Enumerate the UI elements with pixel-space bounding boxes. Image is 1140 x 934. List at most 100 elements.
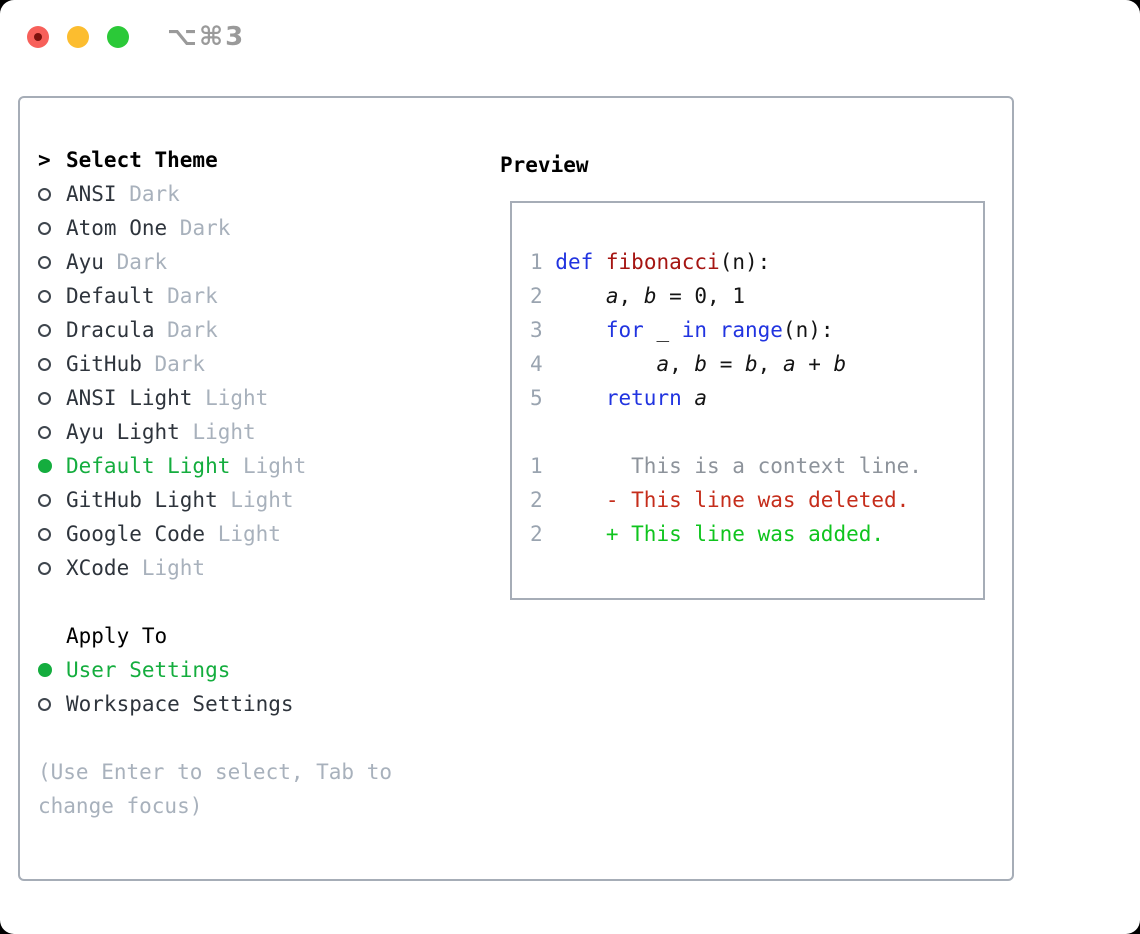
theme-option[interactable]: Ayu Light Light <box>38 415 478 449</box>
option-tag: Light <box>129 556 206 580</box>
code-segment: - This line was deleted. <box>605 488 910 512</box>
code-segment: (n): <box>782 318 834 342</box>
window-title: ⌥⌘3 <box>167 22 246 52</box>
hint-line-2: change focus) <box>38 794 203 818</box>
apply-option[interactable]: Workspace Settings <box>38 687 478 721</box>
theme-option[interactable]: Ayu Dark <box>38 245 478 279</box>
code-segment: return <box>605 386 682 410</box>
theme-option[interactable]: GitHub Light Light <box>38 483 478 517</box>
option-name: Atom One <box>66 216 168 240</box>
code-segment: , <box>757 352 783 376</box>
option-label: Workspace Settings <box>66 687 294 721</box>
close-dot-icon <box>34 33 42 41</box>
radio-icon <box>38 527 51 541</box>
apply-header-row: Apply To <box>38 619 478 653</box>
preview-line: 1 def fibonacci(n): <box>530 245 983 279</box>
theme-option[interactable]: Default Light Light <box>38 449 478 483</box>
preview-header: Preview <box>500 153 589 177</box>
code-segment: This is a context line. <box>555 454 922 478</box>
line-number: 2 <box>530 522 556 546</box>
theme-option[interactable]: Google Code Light <box>38 517 478 551</box>
option-label: ANSI Light Light <box>66 381 268 415</box>
theme-option[interactable]: Dracula Dark <box>38 313 478 347</box>
code-segment: b <box>643 284 657 308</box>
option-name: ANSI <box>66 182 117 206</box>
preview-box: 1 def fibonacci(n): 2 a, b = 0, 1 3 for _ … <box>510 201 985 600</box>
option-name: Dracula <box>66 318 155 342</box>
option-name: Google Code <box>66 522 206 546</box>
code-segment <box>555 488 606 512</box>
code-segment: b <box>833 352 847 376</box>
apply-header: Apply To <box>66 624 168 648</box>
option-label: Default Light Light <box>66 449 306 483</box>
marker-cell <box>38 425 66 439</box>
option-label: ANSI Dark <box>66 177 180 211</box>
code-segment <box>555 284 606 308</box>
line-number: 2 <box>530 284 556 308</box>
preview-line: 4 a, b = b, a + b <box>530 347 983 381</box>
marker-cell <box>38 187 66 201</box>
option-label: Atom One Dark <box>66 211 230 245</box>
theme-option[interactable]: ANSI Dark <box>38 177 478 211</box>
code-segment: a <box>656 352 670 376</box>
code-segment <box>555 386 606 410</box>
line-number: 1 <box>530 454 556 478</box>
option-tag: Dark <box>154 284 218 308</box>
code-segment <box>593 250 606 274</box>
code-segment: = <box>707 352 745 376</box>
option-label: GitHub Light Light <box>66 483 294 517</box>
marker-cell <box>38 697 66 711</box>
marker-cell <box>38 493 66 507</box>
theme-option[interactable]: Default Dark <box>38 279 478 313</box>
marker-cell <box>38 663 66 677</box>
option-name: User Settings <box>66 658 231 682</box>
code-segment: a <box>782 352 796 376</box>
option-label: Ayu Light Light <box>66 415 256 449</box>
option-tag: Dark <box>154 318 218 342</box>
radio-icon <box>38 561 51 575</box>
theme-option[interactable]: ANSI Light Light <box>38 381 478 415</box>
radio-icon <box>38 425 51 439</box>
option-label: Google Code Light <box>66 517 281 551</box>
option-tag: Dark <box>103 250 168 274</box>
code-segment: _ <box>643 318 682 342</box>
line-number: 3 <box>530 318 556 342</box>
close-button[interactable] <box>27 26 49 48</box>
preview-line: 2 + This line was added. <box>530 517 983 551</box>
code-segment: b <box>745 352 758 376</box>
preview-line: 1 This is a context line. <box>530 449 983 483</box>
code-segment: = 0, 1 <box>656 284 745 308</box>
minimize-button[interactable] <box>67 26 89 48</box>
zoom-button[interactable] <box>107 26 129 48</box>
option-name: Workspace Settings <box>66 692 294 716</box>
option-label: Default Dark <box>66 279 218 313</box>
code-segment: (n): <box>719 250 771 274</box>
apply-option[interactable]: User Settings <box>38 653 478 687</box>
code-segment: for <box>605 318 644 342</box>
code-segment: , <box>618 284 644 308</box>
marker-cell <box>38 561 66 575</box>
preview-line: 2 - This line was deleted. <box>530 483 983 517</box>
theme-option[interactable]: Atom One Dark <box>38 211 478 245</box>
preview-line <box>530 415 983 449</box>
code-segment: in <box>681 318 708 342</box>
option-name: GitHub Light <box>66 488 218 512</box>
radio-icon <box>38 255 51 269</box>
theme-option[interactable]: GitHub Dark <box>38 347 478 381</box>
spacer <box>38 721 478 755</box>
code-segment: , <box>669 352 695 376</box>
radio-icon <box>38 697 51 711</box>
preview-line: 3 for _ in range(n): <box>530 313 983 347</box>
theme-option[interactable]: XCode Light <box>38 551 478 585</box>
line-number: 5 <box>530 386 556 410</box>
hint-line-1: (Use Enter to select, Tab to <box>38 760 393 784</box>
option-name: Ayu Light <box>66 420 180 444</box>
marker-cell <box>38 221 66 235</box>
option-label: XCode Light <box>66 551 205 585</box>
option-tag: Light <box>217 488 294 512</box>
code-segment: + This line was added. <box>605 522 885 546</box>
radio-icon <box>38 357 51 371</box>
